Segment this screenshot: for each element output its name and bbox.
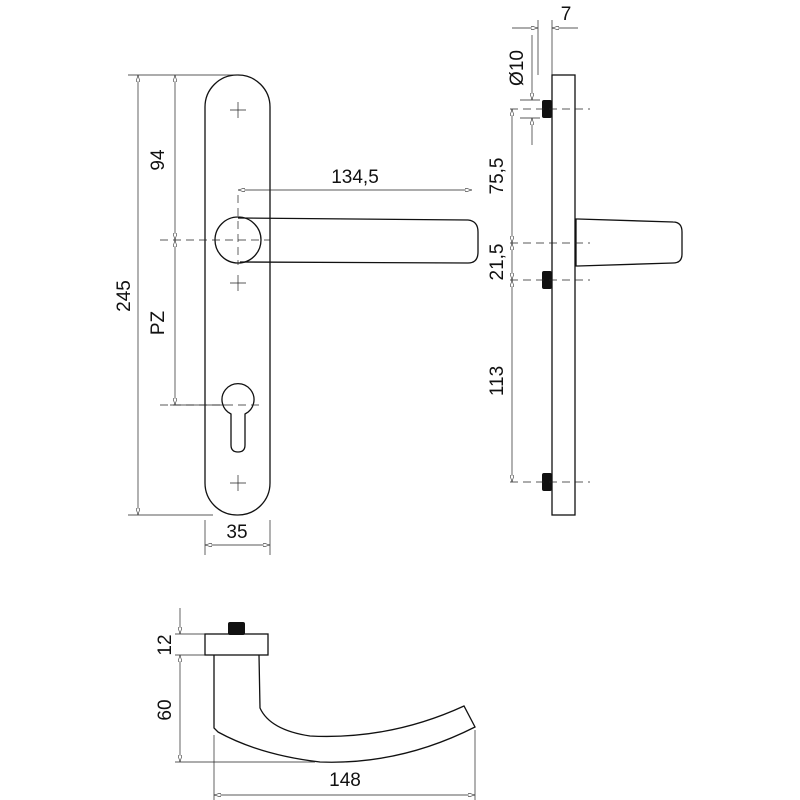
dim-148: 148	[329, 770, 361, 791]
fixing-pin	[542, 271, 552, 289]
fixing-pin	[542, 100, 552, 118]
screw-marks	[230, 102, 246, 491]
backplate	[204, 74, 271, 516]
dim-134-5: 134,5	[331, 167, 379, 188]
dim-7: 7	[561, 4, 572, 25]
dim-75-5: 75,5	[487, 158, 508, 195]
side-backplate	[551, 74, 576, 516]
front-view: 245 94 PZ 134,5 35	[114, 74, 479, 555]
top-lever	[213, 654, 476, 763]
dim-21-5: 21,5	[487, 244, 508, 281]
side-lever	[575, 218, 683, 267]
dim-12: 12	[155, 634, 176, 655]
side-view: 7 Ø10 75,5 21,5 113	[487, 4, 683, 516]
top-pin	[228, 622, 245, 635]
fixing-pin	[542, 473, 552, 491]
cylinder-keyhole	[221, 382, 255, 453]
dim-diameter-10: Ø10	[507, 50, 528, 86]
top-view: 12 60 148	[155, 608, 476, 800]
dim-35: 35	[226, 522, 247, 543]
dim-94: 94	[148, 149, 169, 171]
dim-245: 245	[114, 280, 135, 312]
dim-60: 60	[155, 699, 176, 720]
dim-113: 113	[487, 366, 508, 396]
top-rose	[204, 633, 269, 656]
lever	[237, 217, 479, 264]
dim-pz: PZ	[148, 310, 169, 335]
